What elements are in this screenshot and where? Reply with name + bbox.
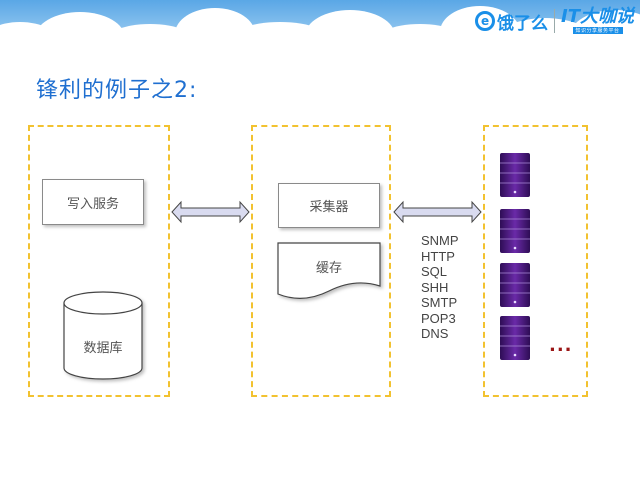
protocol-item: SMTP <box>421 295 458 310</box>
protocol-item: SQL <box>421 264 448 279</box>
protocol-item: SNMP <box>421 233 459 248</box>
server-icon-1 <box>500 153 530 197</box>
protocol-item: DNS <box>421 326 449 341</box>
write-service-box: 写入服务 <box>42 179 144 225</box>
eleme-logo-text: 饿了么 <box>497 13 549 34</box>
page-title: 锋利的例子之2: <box>36 78 198 103</box>
database-label: 数据库 <box>83 341 123 356</box>
server-icon-4 <box>500 316 530 360</box>
database-cylinder-icon <box>63 291 143 380</box>
server-icon-3 <box>500 263 530 307</box>
protocol-item: POP3 <box>421 310 456 326</box>
collector-panel <box>251 125 391 397</box>
more-servers-ellipsis: ... <box>549 335 573 356</box>
protocol-item: SHH <box>421 279 449 295</box>
double-arrow-right <box>393 200 482 224</box>
it-daka-logo-text: IT大咖说 <box>561 6 634 27</box>
server-icon-2 <box>500 209 530 253</box>
eleme-logo: e 饿了么 <box>475 9 548 34</box>
servers-panel <box>483 125 588 397</box>
double-arrow-left <box>171 200 250 224</box>
protocol-list: SNMP HTTP SQL SHH SMTP POP3 DNS <box>421 233 459 342</box>
protocol-item: HTTP <box>421 248 455 264</box>
logo-divider <box>554 9 556 33</box>
cache-label: 缓存 <box>315 261 342 276</box>
collector-label: 采集器 <box>309 200 349 215</box>
collector-box: 采集器 <box>278 183 380 228</box>
logo-area: e 饿了么 IT大咖说 知识分享服务平台 <box>475 6 634 36</box>
storage-panel <box>28 125 170 397</box>
it-daka-logo-subtitle: 知识分享服务平台 <box>572 27 623 34</box>
write-service-label: 写入服务 <box>66 196 119 212</box>
cloud-banner <box>0 0 640 60</box>
it-daka-logo: IT大咖说 知识分享服务平台 <box>561 8 634 34</box>
eleme-logo-icon: e <box>475 11 496 31</box>
cache-document-shape <box>277 242 381 299</box>
